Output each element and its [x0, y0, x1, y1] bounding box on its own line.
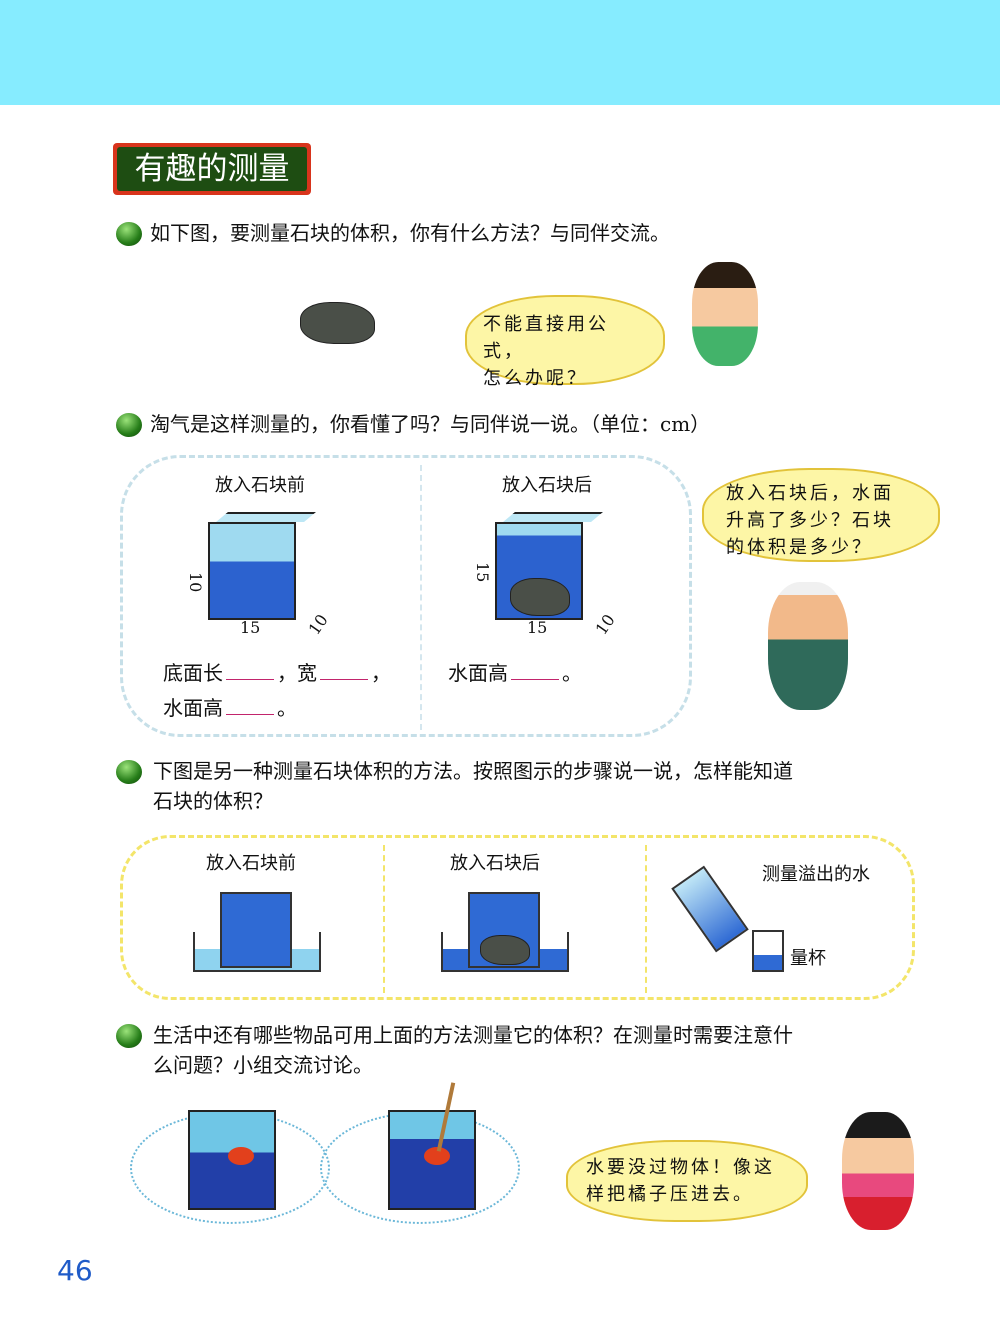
q4-line: 么问题？小组交流讨论。: [153, 1053, 373, 1077]
before-label: 放入石块前: [215, 475, 305, 496]
question-3: 下图是另一种测量石块体积的方法。按照图示的步骤说一说，怎样能知道石块的体积？: [153, 756, 933, 816]
blank-width[interactable]: [320, 679, 368, 680]
rock-in-beaker: [480, 935, 530, 965]
overflow-label: 测量溢出的水: [762, 864, 870, 885]
period: 。: [562, 661, 582, 685]
section-title: 有趣的测量: [113, 143, 311, 195]
label-length: 底面长: [163, 661, 223, 685]
speech-bubble-teacher: 放入石块后，水面 升高了多少？石块 的体积是多少？: [702, 468, 940, 562]
q3-line: 石块的体积？: [153, 789, 273, 813]
blank-length[interactable]: [226, 679, 274, 680]
orange: [228, 1147, 254, 1165]
teacher-character: [768, 582, 848, 710]
tank-top: [216, 512, 316, 522]
bubble-line: 升高了多少？石块: [726, 510, 894, 531]
boy-character: [692, 262, 758, 366]
bullet-icon: [116, 1024, 142, 1048]
page-number: 46: [57, 1254, 93, 1287]
after-label: 放入石块后: [502, 475, 592, 496]
question-4: 生活中还有哪些物品可用上面的方法测量它的体积？在测量时需要注意什么问题？小组交流…: [153, 1020, 933, 1080]
blank-height[interactable]: [226, 714, 274, 715]
panel-divider: [645, 845, 647, 993]
rock-in-tank: [510, 578, 570, 616]
question-2: 淘气是这样测量的，你看懂了吗？与同伴说一说。（单位：cm）: [150, 412, 711, 436]
bubble-line: 怎么办呢？: [483, 368, 588, 389]
dim-length: 15: [527, 618, 548, 637]
speech-bubble-boy: 不能直接用公式， 怎么办呢？: [465, 295, 665, 389]
after-label: 放入石块后: [450, 853, 540, 874]
period: 。: [277, 696, 297, 720]
rock-illustration: [300, 302, 375, 344]
speech-bubble-girl: 水要没过物体！像这 样把橘子压进去。: [566, 1140, 808, 1222]
section-title-text: 有趣的测量: [117, 147, 307, 191]
q4-line: 生活中还有哪些物品可用上面的方法测量它的体积？在测量时需要注意什: [153, 1023, 793, 1047]
blank-height[interactable]: [511, 679, 559, 680]
question-1: 如下图，要测量石块的体积，你有什么方法？与同伴交流。: [150, 221, 670, 245]
dim-length: 15: [240, 618, 261, 637]
comma: ，: [371, 661, 391, 685]
label-width: ，宽: [277, 661, 317, 685]
measuring-cup: [752, 930, 784, 972]
before-label: 放入石块前: [206, 853, 296, 874]
girl-character: [842, 1112, 914, 1230]
panel-divider: [383, 845, 385, 993]
fill-line-height-after: 水面高 。: [448, 657, 582, 686]
bubble-line: 放入石块后，水面: [726, 483, 894, 504]
orange: [424, 1147, 450, 1165]
label-height: 水面高: [448, 661, 508, 685]
cup-label: 量杯: [790, 948, 826, 969]
tank-measure-panel: [120, 455, 692, 737]
bubble-line: 样把橘子压进去。: [586, 1184, 754, 1205]
q3-line: 下图是另一种测量石块体积的方法。按照图示的步骤说一说，怎样能知道: [153, 759, 793, 783]
bubble-line: 的体积是多少？: [726, 537, 873, 558]
bullet-icon: [116, 760, 142, 784]
beaker-before: [220, 892, 292, 968]
header-band: [0, 0, 1000, 105]
bullet-icon: [116, 222, 142, 246]
tank-top: [503, 512, 603, 522]
tank-orange-pressed: [388, 1110, 476, 1210]
fill-line-height-before: 水面高 。: [163, 692, 297, 721]
bubble-line: 水要没过物体！像这: [586, 1157, 775, 1178]
tank-before: [208, 522, 296, 620]
fill-line-dims: 底面长 ，宽 ，: [163, 657, 391, 686]
label-height: 水面高: [163, 696, 223, 720]
dim-height: 15: [473, 562, 492, 583]
dim-height: 10: [186, 572, 205, 593]
panel-divider: [420, 465, 422, 730]
bubble-line: 不能直接用公式，: [483, 314, 609, 362]
overflow-method-panel: [120, 835, 915, 1000]
bullet-icon: [116, 413, 142, 437]
